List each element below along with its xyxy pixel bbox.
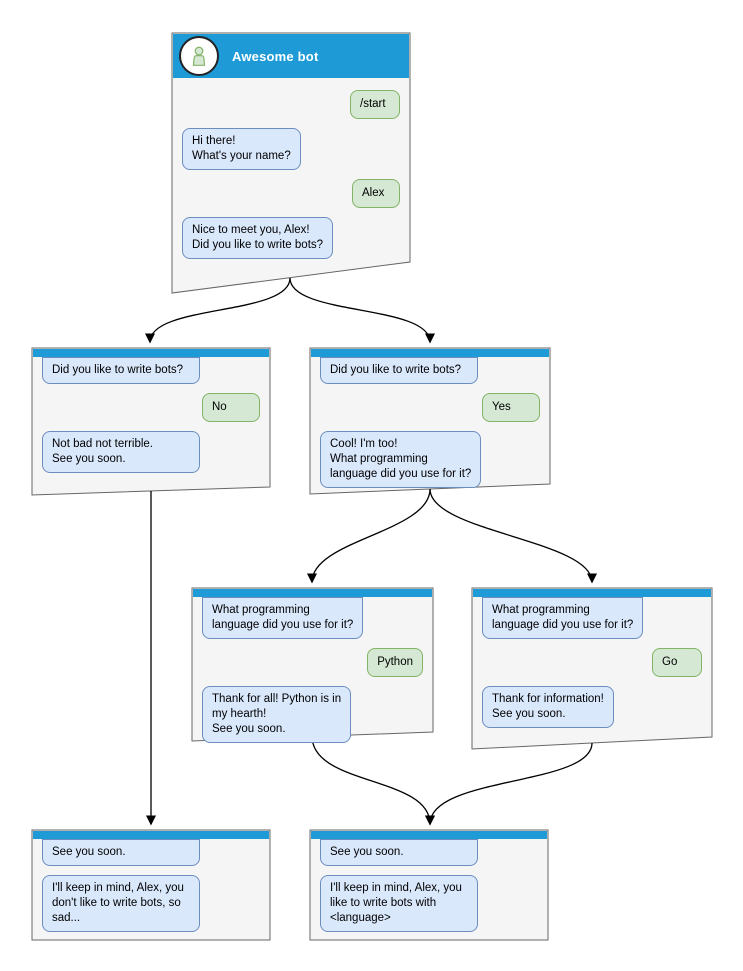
window-titlebar	[473, 589, 711, 597]
bot-message-bubble: Did you like to write bots?	[42, 357, 200, 384]
bot-message-bubble: Thank for all! Python is in my hearth! S…	[202, 686, 352, 743]
flow-arrow-main-to-yes	[289, 277, 435, 344]
user-message-bubble: Alex	[352, 179, 400, 208]
flow-arrow-go-to-end	[425, 742, 593, 826]
window-branch-yes: Did you like to write bots? Yes Cool! I'…	[310, 348, 550, 488]
user-message-bubble: Python	[367, 648, 423, 677]
bot-message-bubble: Thank for information! See you soon.	[482, 686, 614, 728]
bot-message-bubble: Cool! I'm too! What programming language…	[320, 431, 482, 488]
bot-message-bubble: Hi there! What's your name?	[182, 128, 301, 170]
window-titlebar	[33, 831, 269, 839]
bot-message-bubble: Not bad not terrible. See you soon.	[42, 431, 200, 473]
bot-message-bubble: Nice to meet you, Alex! Did you like to …	[182, 217, 334, 259]
bot-message-bubble: I'll keep in mind, Alex, you don't like …	[42, 875, 200, 932]
flow-arrow-yes-to-go	[429, 488, 597, 584]
flow-arrow-python-to-end	[311, 735, 435, 826]
flow-arrow-main-to-no	[145, 277, 291, 344]
bot-message-bubble: See you soon.	[42, 839, 200, 866]
bot-message-bubble: What programming language did you use fo…	[482, 597, 644, 639]
window-titlebar: Awesome bot	[173, 34, 409, 78]
window-end-no: See you soon. I'll keep in mind, Alex, y…	[32, 830, 270, 940]
flow-arrow-yes-to-python	[307, 488, 431, 584]
window-titlebar	[33, 349, 269, 357]
bot-message-bubble: What programming language did you use fo…	[202, 597, 364, 639]
bot-message-bubble: See you soon.	[320, 839, 478, 866]
user-message-bubble: Go	[652, 648, 702, 677]
window-main: Awesome bot /start Hi there! What's your…	[172, 33, 410, 293]
window-end-yes: See you soon. I'll keep in mind, Alex, y…	[310, 830, 548, 940]
bot-message-bubble: Did you like to write bots?	[320, 357, 478, 384]
bot-title: Awesome bot	[232, 48, 319, 64]
user-message-bubble: /start	[350, 90, 400, 119]
bot-message-bubble: I'll keep in mind, Alex, you like to wri…	[320, 875, 478, 932]
avatar	[179, 36, 219, 76]
window-branch-go: What programming language did you use fo…	[472, 588, 712, 738]
user-message-bubble: Yes	[482, 393, 540, 422]
window-titlebar	[193, 589, 432, 597]
window-titlebar	[311, 831, 547, 839]
user-message-bubble: No	[202, 393, 260, 422]
window-branch-no: Did you like to write bots? No Not bad n…	[32, 348, 270, 488]
window-titlebar	[311, 349, 549, 357]
person-icon	[192, 46, 206, 66]
window-branch-python: What programming language did you use fo…	[192, 588, 433, 743]
